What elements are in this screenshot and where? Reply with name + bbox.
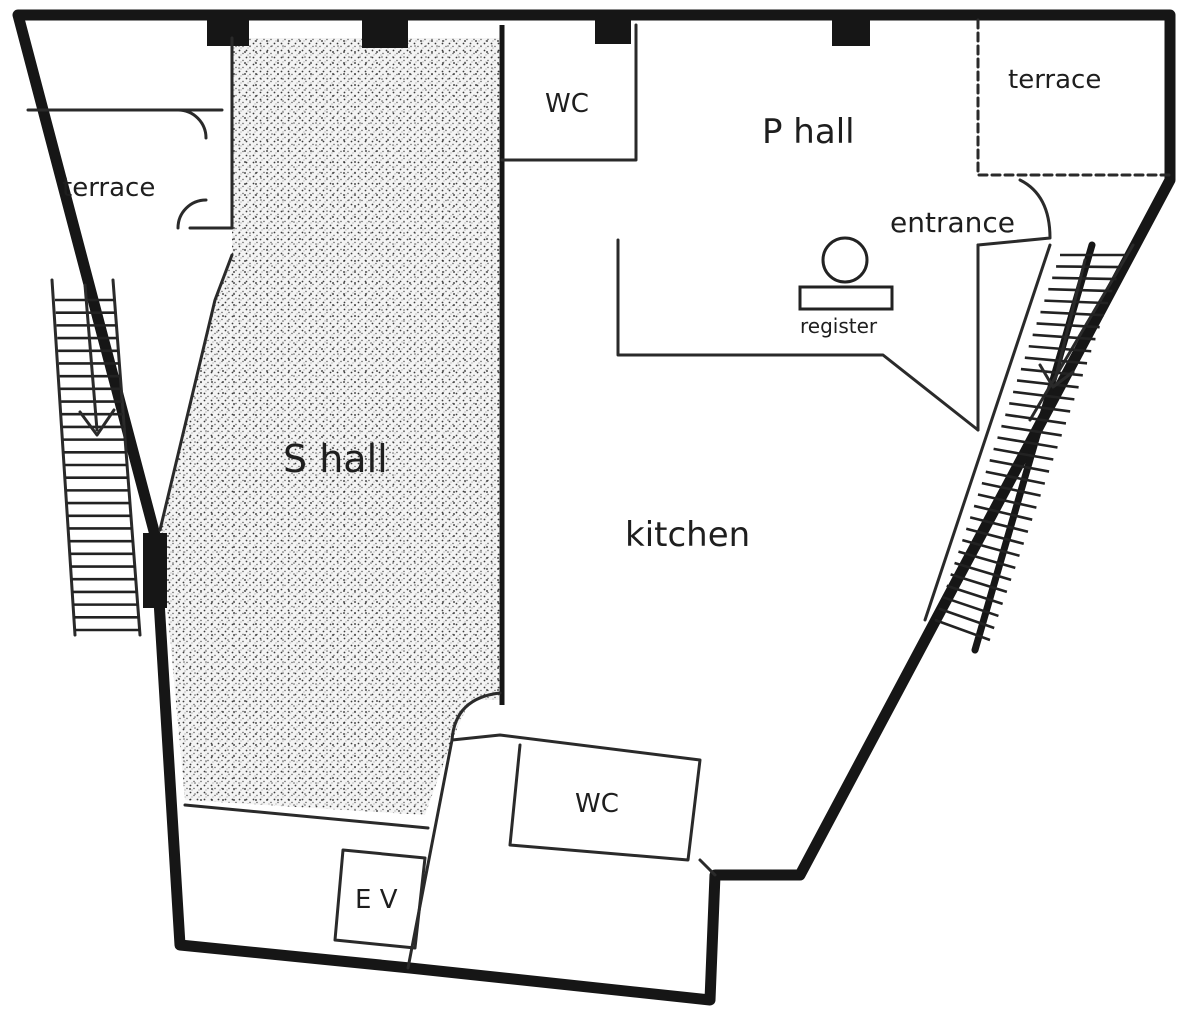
stair-step bbox=[1016, 379, 1079, 389]
stair-step bbox=[981, 481, 1041, 497]
stair-step bbox=[997, 436, 1058, 449]
stair-step bbox=[1052, 276, 1117, 281]
stair-step bbox=[985, 470, 1046, 485]
ev-label: E V bbox=[355, 885, 398, 915]
stair-step bbox=[962, 538, 1020, 558]
stair-step bbox=[958, 550, 1016, 570]
terrace-right-label: terrace bbox=[1008, 65, 1101, 95]
bottom-rooms bbox=[183, 733, 717, 970]
stair-step bbox=[1056, 265, 1121, 269]
left-terrace-room bbox=[26, 36, 234, 532]
stair-step bbox=[1028, 344, 1092, 353]
wc-bottom-label: WC bbox=[575, 789, 619, 819]
register-icon bbox=[798, 236, 894, 311]
stair-step bbox=[993, 447, 1054, 461]
outer-walls bbox=[12, 9, 1176, 1006]
wc-top-label: WC bbox=[545, 89, 589, 119]
s-hall-floor-texture bbox=[160, 38, 500, 815]
wall-block bbox=[832, 10, 870, 46]
wall-block bbox=[362, 10, 408, 48]
stair-step bbox=[973, 504, 1033, 521]
stair-step bbox=[1032, 333, 1096, 341]
terrace-left-label: terrace bbox=[62, 173, 155, 203]
stair-step bbox=[946, 584, 1004, 606]
stair-step bbox=[1044, 299, 1109, 305]
stair-step bbox=[1009, 401, 1071, 413]
stair-step bbox=[1001, 424, 1062, 437]
stair-step bbox=[977, 493, 1037, 509]
s-hall-label: S hall bbox=[283, 437, 388, 481]
kitchen-label: kitchen bbox=[625, 515, 750, 555]
right-staircase bbox=[923, 241, 1135, 654]
wc-top-room bbox=[500, 23, 638, 162]
left-staircase bbox=[50, 278, 142, 637]
right-terrace-room bbox=[976, 18, 1172, 177]
stair-step bbox=[950, 573, 1008, 594]
entrance-label: entrance bbox=[890, 206, 1015, 239]
stair-step bbox=[954, 561, 1012, 582]
stair-step bbox=[1012, 390, 1075, 401]
wall-block bbox=[207, 10, 249, 46]
p-hall-label: P hall bbox=[762, 112, 855, 152]
stair-step bbox=[1020, 367, 1083, 377]
stair-step bbox=[942, 595, 999, 618]
stair-step bbox=[934, 618, 991, 642]
p-hall-counter bbox=[616, 178, 1052, 432]
stair-step bbox=[1005, 413, 1067, 425]
stair-step bbox=[1024, 356, 1088, 365]
wall-block bbox=[143, 533, 167, 608]
register-label: register bbox=[800, 314, 878, 338]
stair-step bbox=[1048, 287, 1113, 293]
stair-step bbox=[938, 607, 995, 630]
stair-step bbox=[965, 527, 1025, 546]
stair-step bbox=[989, 459, 1050, 473]
wall-block bbox=[595, 10, 631, 44]
stair-step bbox=[969, 516, 1029, 533]
